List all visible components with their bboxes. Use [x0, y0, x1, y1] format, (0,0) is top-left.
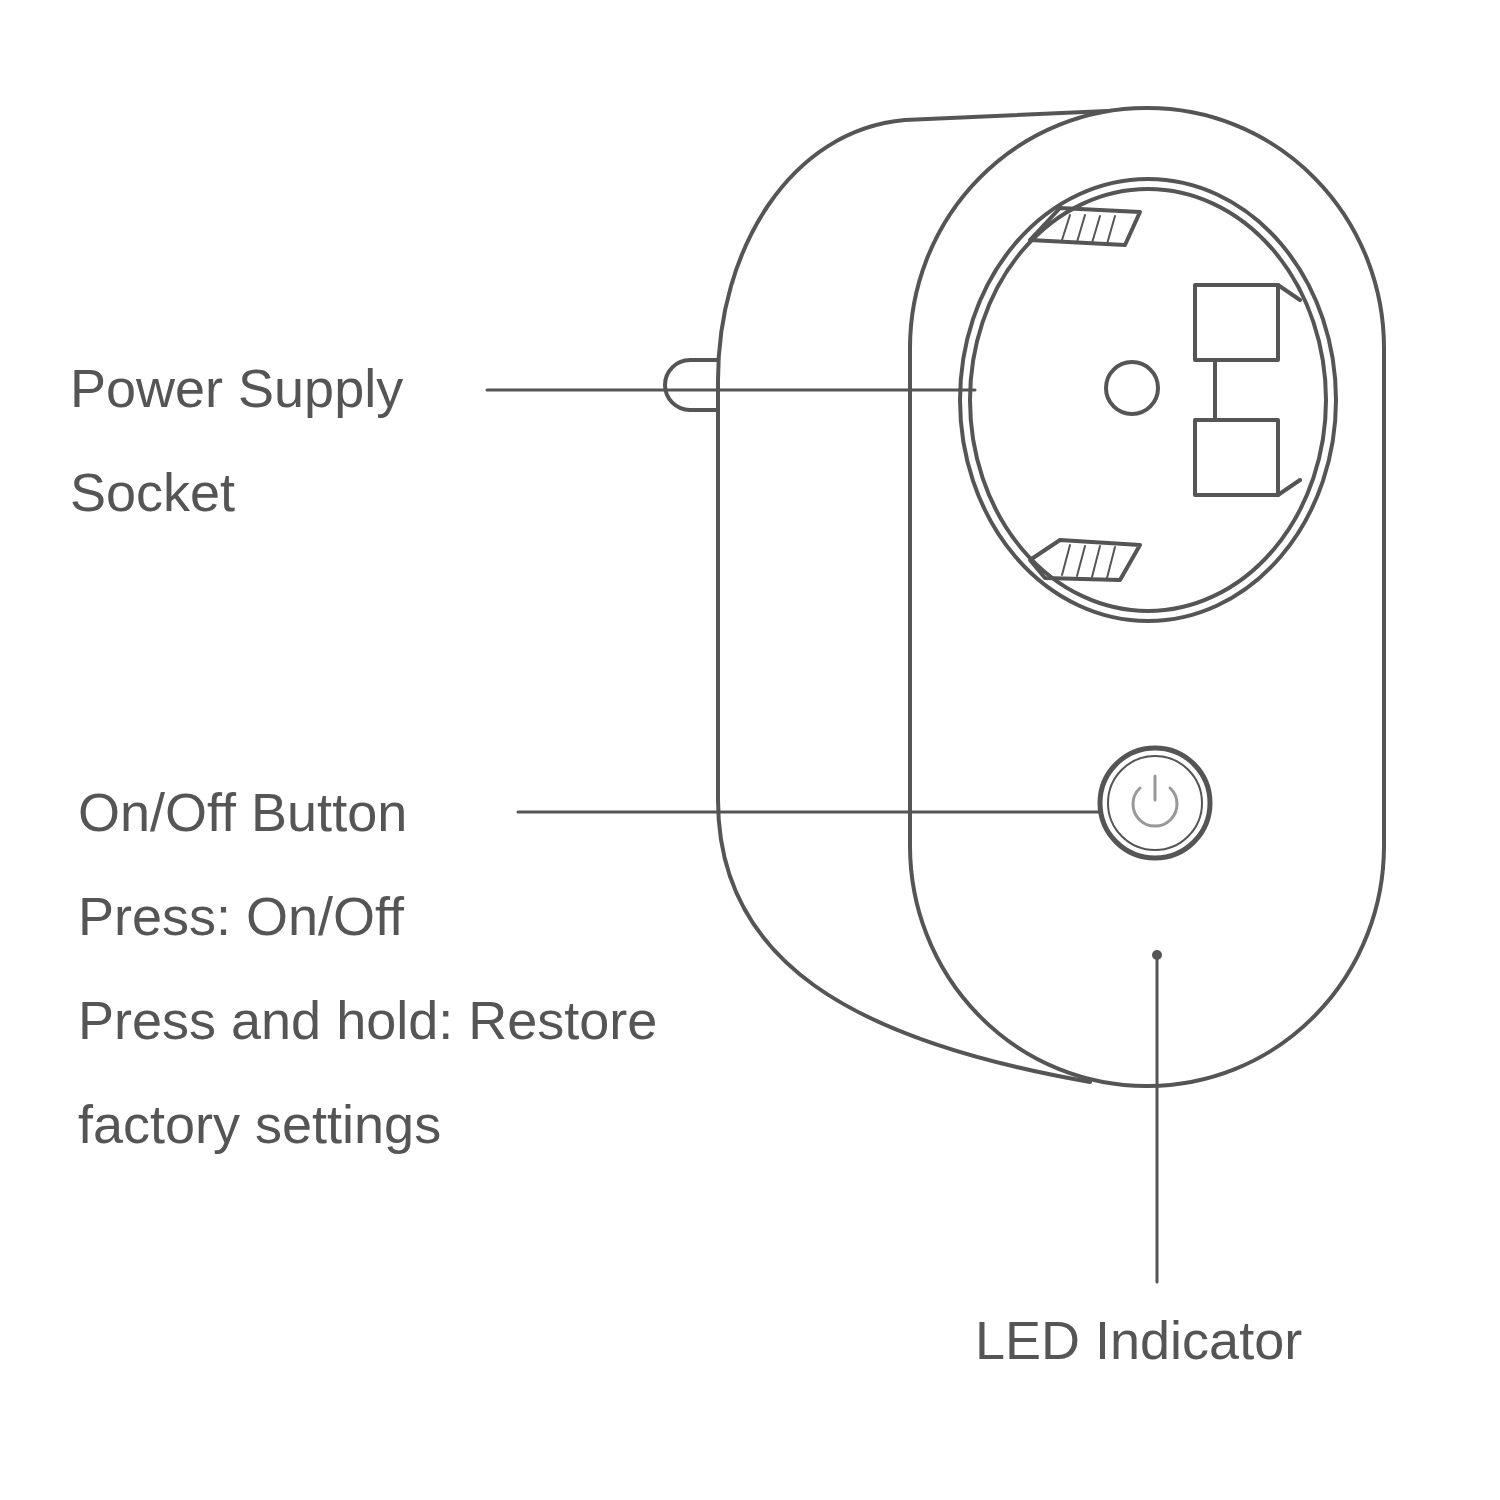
front-face	[910, 108, 1384, 1086]
power-button	[1100, 748, 1210, 858]
function-note: Press and hold: Restore factory settings	[78, 968, 798, 1176]
led-indicator	[1152, 950, 1162, 960]
contact-clip	[1030, 208, 1140, 245]
part-label: Power Supply Socket	[70, 336, 490, 544]
earth-clip	[1215, 285, 1278, 495]
leader-line	[1156, 958, 1159, 1282]
earth-clip	[1195, 285, 1300, 495]
contact-clip	[1030, 540, 1140, 580]
part-label: LED Indicator	[975, 1288, 1302, 1392]
part-label: On/Off Button	[78, 760, 407, 864]
plug-pin	[665, 360, 718, 410]
contact-hatch	[1062, 215, 1115, 578]
function-note: Press: On/Off	[78, 864, 404, 968]
socket-inner	[970, 189, 1326, 611]
power-icon	[1154, 776, 1157, 800]
power-button-inner	[1108, 756, 1202, 850]
leader-line	[487, 389, 975, 392]
socket-rim	[960, 179, 1336, 621]
leader-line	[518, 811, 1098, 814]
socket-hole	[1106, 362, 1158, 414]
